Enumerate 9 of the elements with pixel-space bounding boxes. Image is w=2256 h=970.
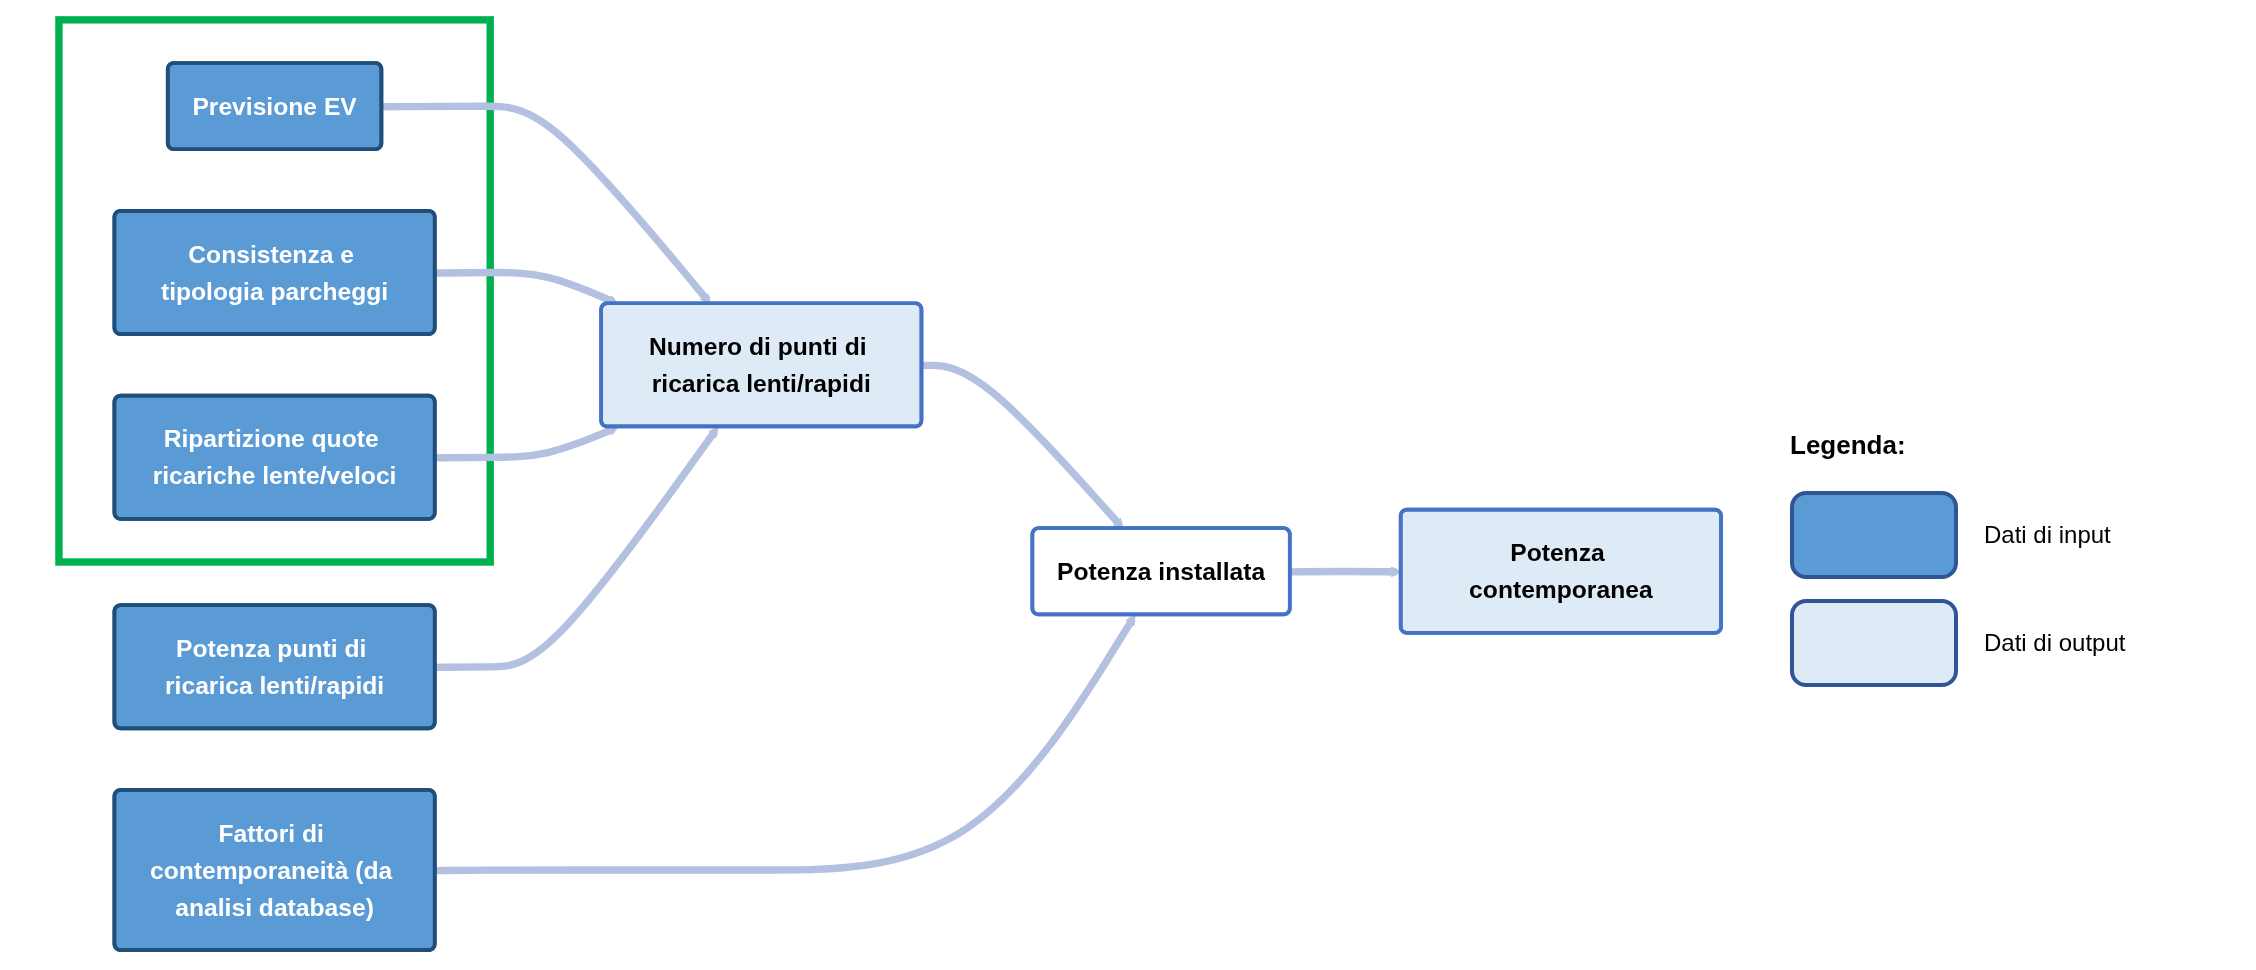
arrow: [435, 426, 719, 672]
legend-title: Legenda:: [1790, 430, 1907, 461]
arrow: [435, 425, 619, 462]
legend-text: Dati di output: [1984, 629, 2126, 657]
arrow: [435, 614, 1136, 875]
arrow: [382, 102, 712, 305]
arrow: [1290, 566, 1402, 578]
legend-text: Dati di input: [1984, 521, 2111, 549]
cluster: [55, 16, 494, 566]
